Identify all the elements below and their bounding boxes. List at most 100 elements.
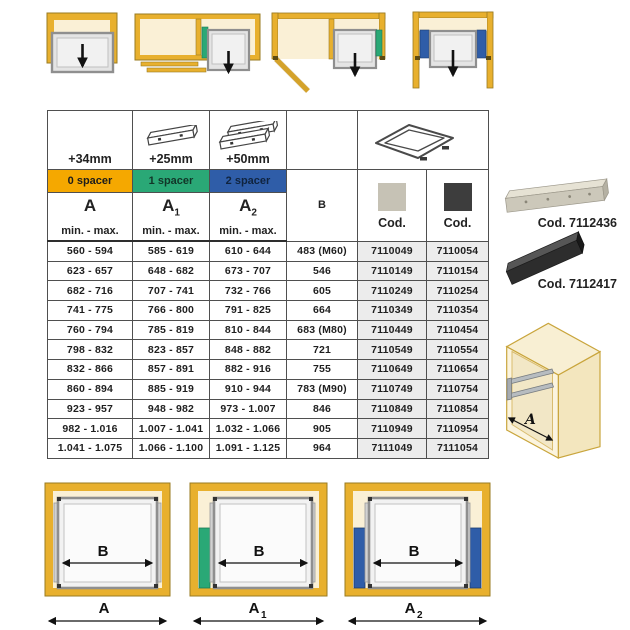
- table-cell-a2: 610 - 644: [209, 240, 287, 262]
- outer-dim-label: A: [249, 600, 260, 617]
- table-cell-cod2: 7110654: [426, 359, 489, 380]
- table-cell-a1: 585 - 619: [132, 240, 210, 262]
- table-cell-cod2: 7110354: [426, 300, 489, 321]
- spacer-product-light-image: [504, 177, 609, 213]
- table-cell-a2: 882 - 916: [209, 359, 287, 380]
- table-cell-b: 664: [286, 300, 358, 321]
- table-cell-cod1: 7110249: [357, 280, 427, 302]
- cabinet-3d-dim-label: A: [523, 412, 536, 428]
- header-delta-1: +25mm: [132, 110, 210, 170]
- header-delta-2: +50mm: [209, 110, 287, 170]
- table-cell-a1: 766 - 800: [132, 300, 210, 321]
- table-cell-cod2: 7110454: [426, 319, 489, 341]
- table-cell-cod1: 7110449: [357, 319, 427, 341]
- table-cell-a2: 732 - 766: [209, 280, 287, 302]
- header-dim-a1: A1 min. - max.: [132, 192, 210, 242]
- green-spacer-icon: [375, 29, 383, 57]
- table-cell-cod1: 7110349: [357, 300, 427, 321]
- blue-spacer-icon: [419, 29, 430, 59]
- product-code-light: Cod. 7112436: [537, 216, 617, 230]
- table-cell-a1: 885 - 919: [132, 378, 210, 400]
- header-b-top: [286, 110, 358, 170]
- table-cell-b: 483 (M60): [286, 240, 358, 262]
- table-cell-cod2: 7110554: [426, 339, 489, 361]
- table-cell-a: 682 - 716: [47, 280, 133, 302]
- table-cell-a1: 857 - 891: [132, 359, 210, 380]
- table-cell-a: 832 - 866: [47, 359, 133, 380]
- table-cell-a1: 785 - 819: [132, 319, 210, 341]
- table-cell-cod1: 7110949: [357, 418, 427, 439]
- header-b: B: [286, 169, 358, 242]
- table-cell-a: 860 - 894: [47, 378, 133, 400]
- blue-spacer-icon: [476, 29, 487, 59]
- table-cell-b: 721: [286, 339, 358, 361]
- double-spacer-bar-icon: [218, 121, 279, 150]
- table-cell-a: 560 - 594: [47, 240, 133, 262]
- table-cell-a: 741 - 775: [47, 300, 133, 321]
- table-cell-b: 605: [286, 280, 358, 302]
- header-frame-cell: [357, 110, 489, 170]
- table-cell-b: 964: [286, 437, 358, 459]
- table-cell-cod1: 7110549: [357, 339, 427, 361]
- table-cell-a1: 1.007 - 1.041: [132, 418, 210, 439]
- diagram-width-2-spacers: B A 2: [344, 482, 491, 626]
- table-cell-a2: 848 - 882: [209, 339, 287, 361]
- spacer-bar-icon: [146, 125, 198, 146]
- pullout-frame-icon: [375, 124, 454, 161]
- table-cell-cod1: 7110749: [357, 378, 427, 400]
- inner-dim-label: B: [98, 543, 109, 560]
- spacer-product-dark-image: [505, 230, 585, 285]
- outer-dim-label: A: [405, 600, 416, 617]
- table-cell-a: 760 - 794: [47, 319, 133, 341]
- table-cell-a2: 1.032 - 1.066: [209, 418, 287, 439]
- table-cell-cod2: 7111054: [426, 437, 489, 459]
- diagram-sliding-cabinet-one-spacer-icon: [134, 13, 261, 75]
- inner-dim-label: B: [254, 543, 265, 560]
- top-diagrams: [46, 11, 494, 94]
- outer-dim-sub: 2: [417, 610, 423, 621]
- dark-swatch: [443, 182, 472, 211]
- table-cell-b: 846: [286, 398, 358, 420]
- diagram-width-1-spacer: B A 1: [189, 482, 328, 626]
- table-cell-a: 798 - 832: [47, 339, 133, 361]
- table-cell-b: 546: [286, 260, 358, 282]
- outer-dim-sub: 1: [261, 610, 267, 621]
- table-cell-b: 905: [286, 418, 358, 439]
- header-cod-light: Cod.: [357, 169, 427, 242]
- diagram-cabinet-two-spacers-icon: [412, 11, 494, 89]
- open-door-icon: [274, 57, 310, 93]
- inner-dim-label: B: [409, 543, 420, 560]
- table-cell-a: 982 - 1.016: [47, 418, 133, 439]
- table-cell-cod1: 7110849: [357, 398, 427, 420]
- table-cell-a2: 1.091 - 1.125: [209, 437, 287, 459]
- table-cell-a: 923 - 957: [47, 398, 133, 420]
- header-delta-0: +34mm: [47, 110, 133, 170]
- table-cell-cod2: 7110754: [426, 378, 489, 400]
- table-cell-a1: 823 - 857: [132, 339, 210, 361]
- table-cell-cod2: 7110854: [426, 398, 489, 420]
- table-cell-cod2: 7110254: [426, 280, 489, 302]
- header-dim-a: A min. - max.: [47, 192, 133, 242]
- header-dim-a2: A2 min. - max.: [209, 192, 287, 242]
- table-cell-a2: 910 - 944: [209, 378, 287, 400]
- pullout-frame-3d-icon: [506, 368, 555, 401]
- table-cell-cod1: 7110049: [357, 240, 427, 262]
- spacer-cell-0: 0 spacer: [47, 169, 133, 193]
- blue-spacer-icon: [469, 527, 482, 589]
- table-cell-a1: 648 - 682: [132, 260, 210, 282]
- table-cell-a1: 707 - 741: [132, 280, 210, 302]
- table-cell-a2: 791 - 825: [209, 300, 287, 321]
- diagram-cabinet-pullout-icon: [46, 12, 118, 74]
- header-cod-dark: Cod.: [426, 169, 489, 242]
- bottom-diagrams: B A B A 1: [44, 482, 491, 626]
- table-cell-cod2: 7110054: [426, 240, 489, 262]
